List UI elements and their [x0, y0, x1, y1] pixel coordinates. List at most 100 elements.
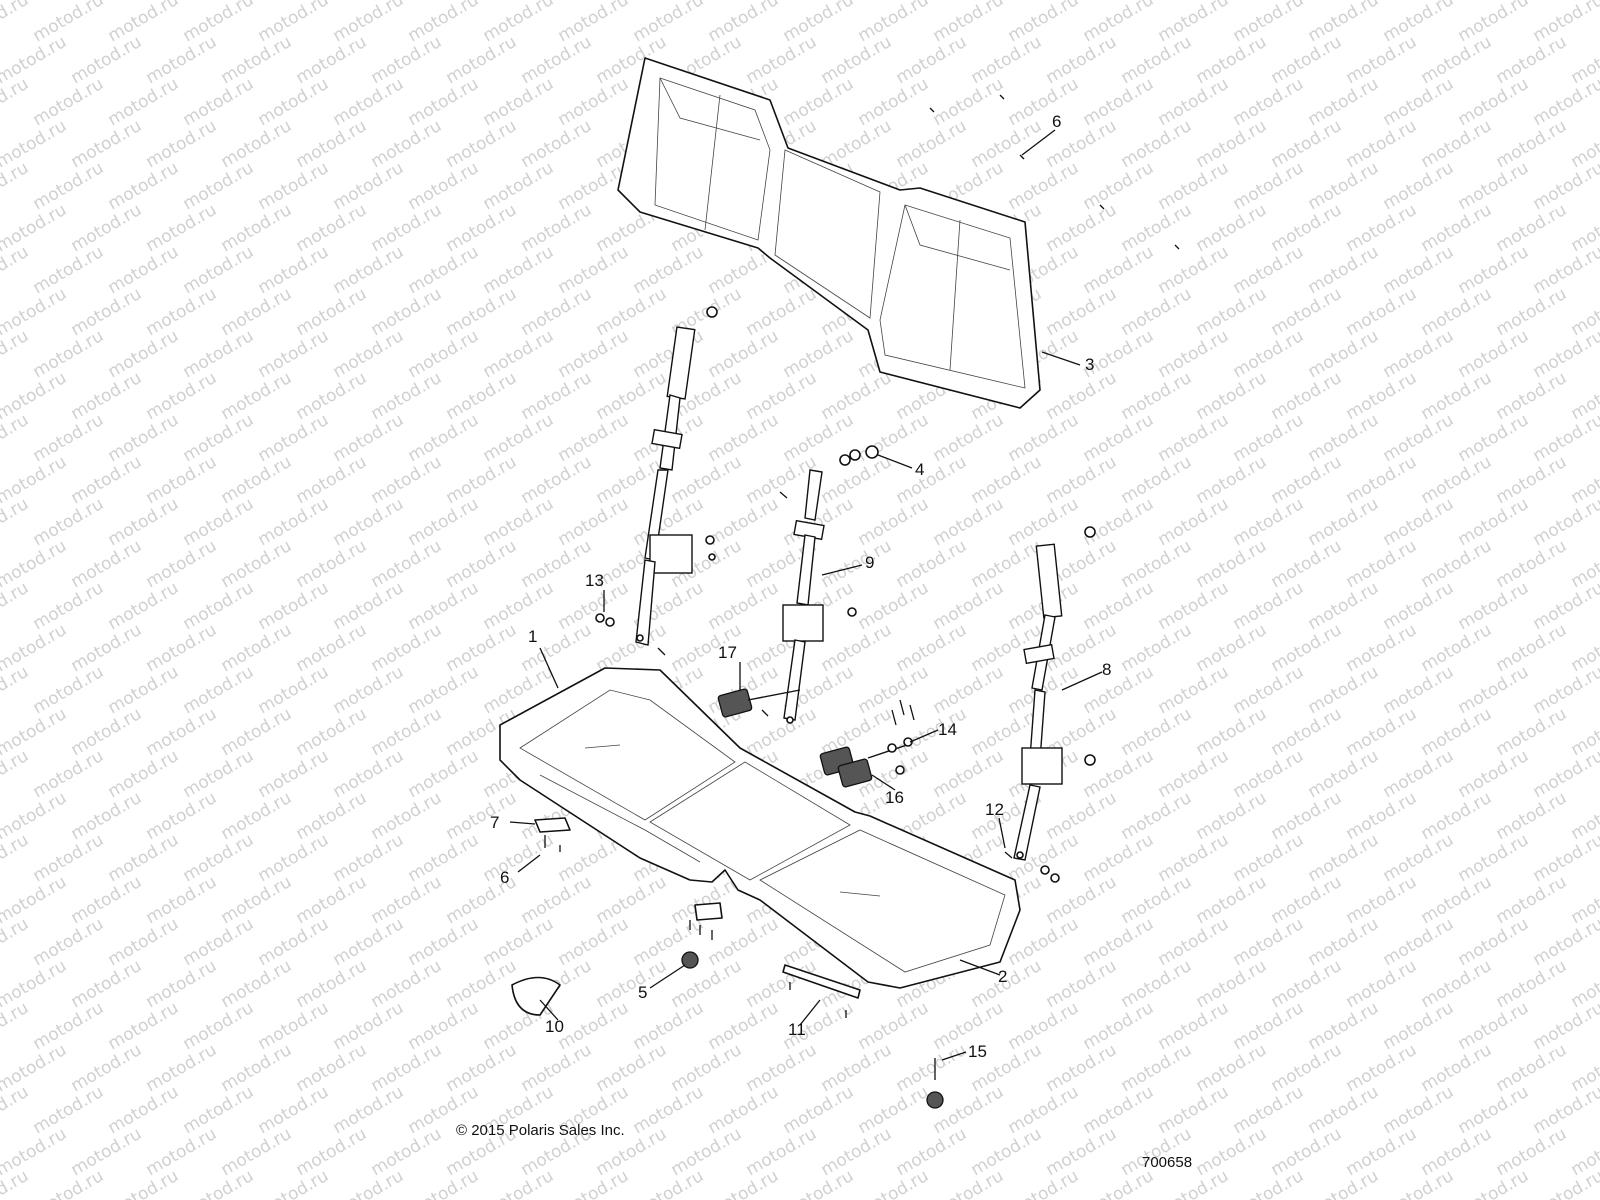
callout-11: 11 — [788, 1020, 806, 1039]
watermark-text: motod.ru — [480, 1166, 558, 1200]
watermark-text: motod.ru — [780, 494, 858, 550]
watermark-text: motod.ru — [143, 452, 221, 508]
watermark-text: motod.ru — [368, 872, 446, 928]
watermark-text: motod.ru — [968, 1124, 1046, 1180]
watermark-text: motod.ru — [1155, 1166, 1233, 1200]
watermark-text: motod.ru — [1455, 158, 1533, 214]
watermark-text: motod.ru — [518, 368, 596, 424]
watermark-text: motod.ru — [1080, 578, 1158, 634]
watermark-text: motod.ru — [1230, 494, 1308, 550]
watermark-text: motod.ru — [668, 956, 746, 1012]
watermark-text: motod.ru — [855, 74, 933, 130]
watermark-text: motod.ru — [780, 1166, 858, 1200]
watermark-text: motod.ru — [1418, 1040, 1496, 1096]
watermark-text: motod.ru — [480, 410, 558, 466]
watermark-text: motod.ru — [68, 872, 146, 928]
watermark-text: motod.ru — [1343, 956, 1421, 1012]
watermark-text: motod.ru — [668, 1124, 746, 1180]
watermark-text: motod.ru — [330, 74, 408, 130]
watermark-text: motod.ru — [743, 32, 821, 88]
watermark-text: motod.ru — [293, 32, 371, 88]
callout-3: 3 — [1085, 355, 1094, 374]
callout-12: 12 — [985, 800, 1004, 819]
watermark-text: motod.ru — [1493, 1124, 1571, 1180]
watermark-text: motod.ru — [1193, 368, 1271, 424]
watermark-text: motod.ru — [930, 410, 1008, 466]
watermark-text: motod.ru — [30, 998, 108, 1054]
watermark-text: motod.ru — [443, 284, 521, 340]
watermark-text: motod.ru — [1493, 200, 1571, 256]
watermark-text: motod.ru — [30, 1166, 108, 1200]
watermark-text: motod.ru — [293, 620, 371, 676]
small-parts — [511, 94, 1180, 1109]
watermark-text: motod.ru — [30, 494, 108, 550]
watermark-text: motod.ru — [930, 494, 1008, 550]
watermark-text: motod.ru — [1118, 200, 1196, 256]
watermark-text: motod.ru — [330, 1166, 408, 1200]
watermark-text: motod.ru — [1530, 914, 1600, 970]
watermark-text: motod.ru — [1530, 1082, 1600, 1138]
watermark-text: motod.ru — [930, 1082, 1008, 1138]
watermark-text: motod.ru — [180, 494, 258, 550]
watermark-text: motod.ru — [180, 74, 258, 130]
watermark-text: motod.ru — [518, 536, 596, 592]
watermark-text: motod.ru — [293, 788, 371, 844]
watermark-text: motod.ru — [855, 494, 933, 550]
watermark-text: motod.ru — [1493, 32, 1571, 88]
watermark-text: motod.ru — [1155, 326, 1233, 382]
watermark-text: motod.ru — [480, 914, 558, 970]
watermark-text: motod.ru — [1230, 578, 1308, 634]
watermark-text: motod.ru — [218, 536, 296, 592]
watermark-text: motod.ru — [218, 284, 296, 340]
watermark-text: motod.ru — [1305, 242, 1383, 298]
watermark-text: motod.ru — [1155, 998, 1233, 1054]
watermark-text: motod.ru — [630, 242, 708, 298]
watermark-text: motod.ru — [68, 200, 146, 256]
watermark-text: motod.ru — [1193, 1124, 1271, 1180]
watermark-text: motod.ru — [30, 326, 108, 382]
watermark-text: motod.ru — [555, 914, 633, 970]
watermark-text: motod.ru — [0, 0, 32, 46]
watermark-text: motod.ru — [218, 368, 296, 424]
watermark-text: motod.ru — [593, 872, 671, 928]
watermark-text: motod.ru — [1155, 242, 1233, 298]
watermark-text: motod.ru — [1343, 872, 1421, 928]
watermark-text: motod.ru — [143, 788, 221, 844]
watermark-text: motod.ru — [893, 1040, 971, 1096]
watermark-text: motod.ru — [1043, 956, 1121, 1012]
watermark-text: motod.ru — [1530, 494, 1600, 550]
watermark-text: motod.ru — [105, 326, 183, 382]
watermark-text: motod.ru — [668, 1040, 746, 1096]
watermark-text: motod.ru — [30, 578, 108, 634]
watermark-text: motod.ru — [180, 1166, 258, 1200]
watermark-text: motod.ru — [30, 74, 108, 130]
watermark-text: motod.ru — [405, 242, 483, 298]
watermark-text: motod.ru — [330, 830, 408, 886]
watermark-text: motod.ru — [1268, 452, 1346, 508]
watermark-text: motod.ru — [68, 620, 146, 676]
watermark-text: motod.ru — [293, 872, 371, 928]
watermark-text: motod.ru — [1230, 662, 1308, 718]
watermark-text: motod.ru — [1455, 494, 1533, 550]
seat-back — [617, 57, 1041, 409]
watermark-text: motod.ru — [1343, 200, 1421, 256]
watermark-text: motod.ru — [1418, 872, 1496, 928]
watermark-text: motod.ru — [705, 494, 783, 550]
watermark-text: motod.ru — [1118, 872, 1196, 928]
watermark-text: motod.ru — [555, 410, 633, 466]
watermark-text: motod.ru — [1455, 914, 1533, 970]
watermark-text: motod.ru — [143, 1124, 221, 1180]
watermark-text: motod.ru — [105, 158, 183, 214]
watermark-text: motod.ru — [968, 32, 1046, 88]
watermark-text: motod.ru — [368, 452, 446, 508]
watermark-text: motod.ru — [818, 1124, 896, 1180]
watermark-text: motod.ru — [1380, 1166, 1458, 1200]
watermark-text: motod.ru — [1080, 914, 1158, 970]
watermark-text: motod.ru — [480, 0, 558, 46]
watermark-text: motod.ru — [818, 368, 896, 424]
watermark-text: motod.ru — [105, 914, 183, 970]
watermark-text: motod.ru — [368, 284, 446, 340]
watermark-text: motod.ru — [1530, 326, 1600, 382]
watermark-text: motod.ru — [368, 1040, 446, 1096]
watermark-text: motod.ru — [105, 410, 183, 466]
